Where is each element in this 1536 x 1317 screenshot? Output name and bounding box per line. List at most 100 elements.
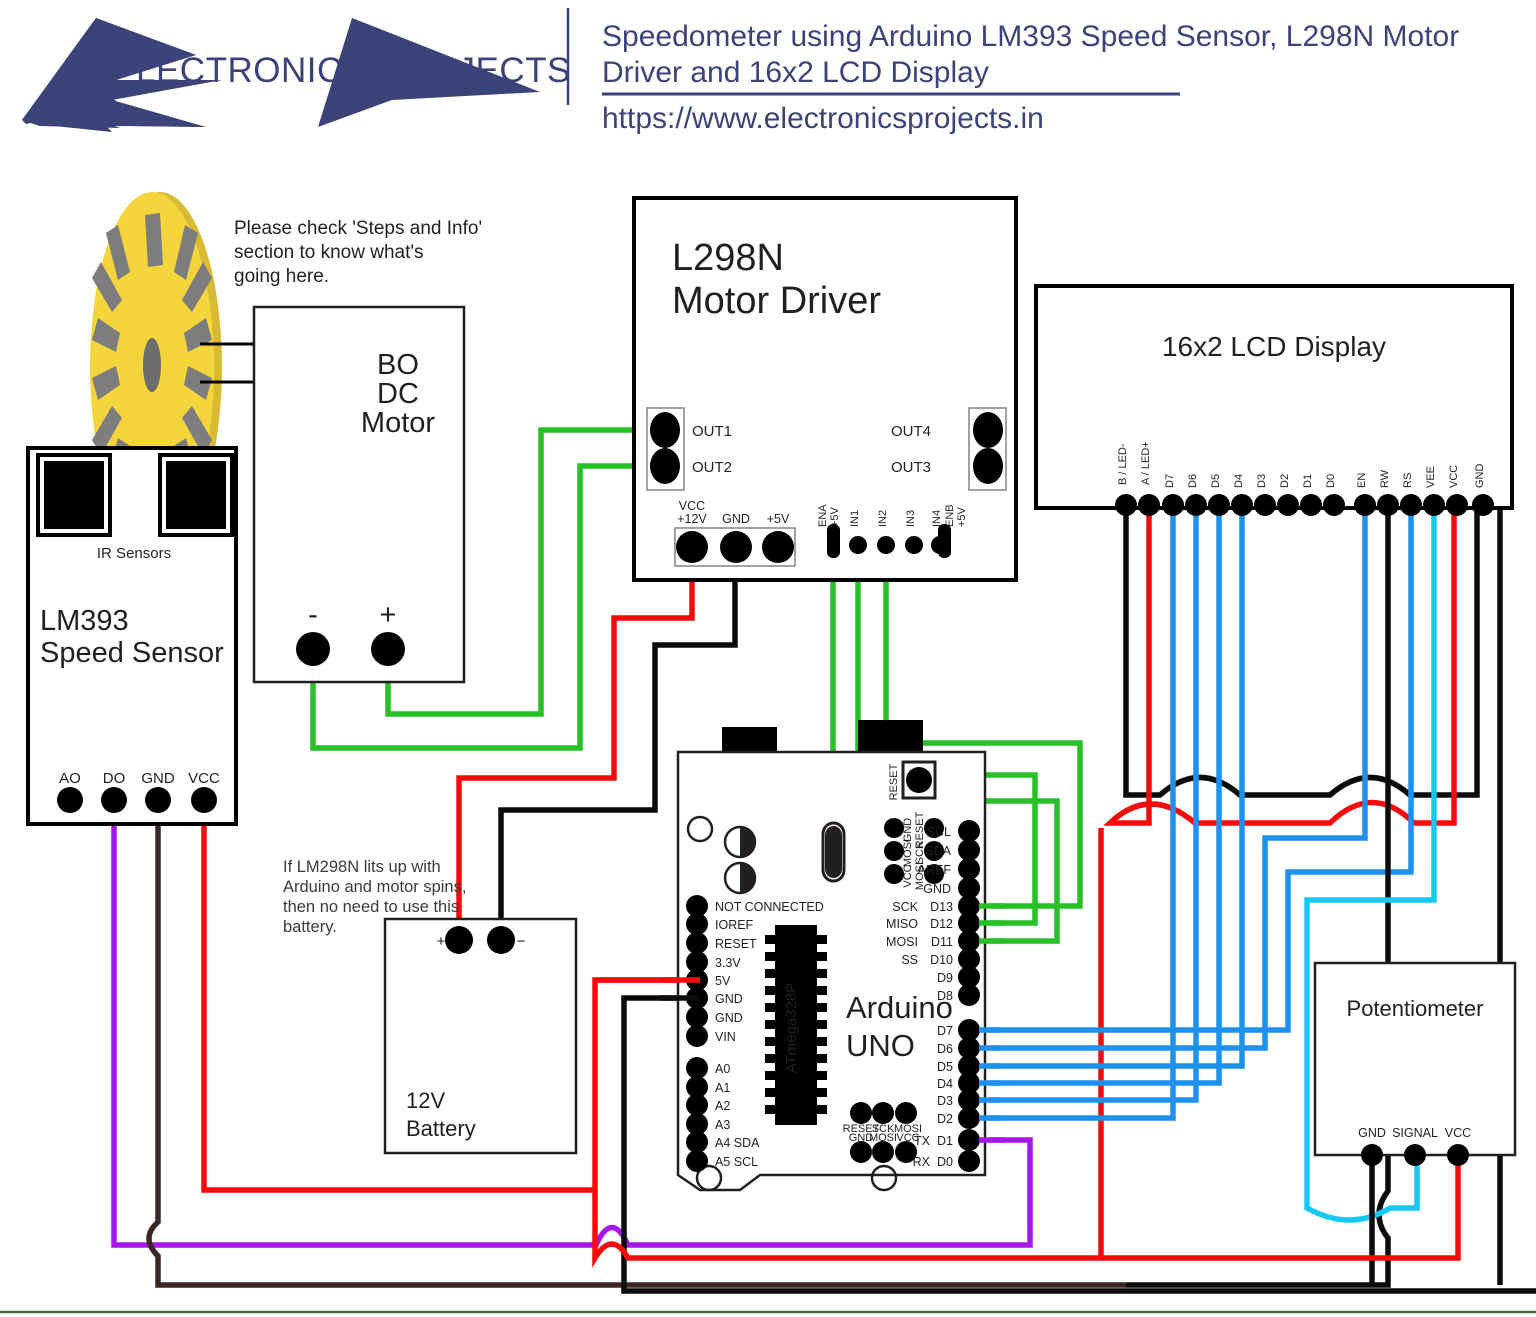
arduino-pin-d6[interactable]	[958, 1037, 980, 1059]
l298n-pin-ena[interactable]	[827, 524, 840, 558]
arduino-pin-d4[interactable]	[958, 1072, 980, 1094]
lcd-pin-aled[interactable]	[1138, 494, 1160, 516]
icsp-top-pad-1[interactable]	[884, 818, 904, 838]
arduino-board-outline	[676, 750, 987, 1192]
l298n-pin-out4[interactable]	[973, 412, 1003, 448]
arduino-mount-hole-3	[870, 1164, 898, 1192]
arduino-pin-d1[interactable]	[958, 1129, 980, 1151]
lm393-pin-ao[interactable]	[57, 787, 83, 813]
pot-pin-gnd[interactable]	[1361, 1144, 1383, 1166]
battery-terminal-pos[interactable]	[445, 926, 473, 954]
icsp-top-pad-5[interactable]	[924, 841, 944, 861]
l298n-pin-out1[interactable]	[650, 412, 680, 448]
arduino-digital-pin-label-1: D12	[930, 917, 953, 931]
icsp-top-pad-6[interactable]	[924, 864, 944, 884]
icsp-bot-label-gnd: GND	[849, 1132, 874, 1144]
arduino-pin-gnd-right[interactable]	[958, 877, 980, 899]
lcd-pin-bled[interactable]	[1115, 494, 1137, 516]
arduino-pin-d10[interactable]	[958, 948, 980, 970]
icsp-top-pad-3[interactable]	[884, 864, 904, 884]
pot-pin-vcc[interactable]	[1447, 1144, 1469, 1166]
lm393-pin-gnd[interactable]	[145, 787, 171, 813]
arduino-pin-a0[interactable]	[686, 1057, 708, 1079]
arduino-left-power-header: NOT CONNECTED IOREF RESET 3.3V 5V GND GN…	[686, 895, 824, 1047]
arduino-digital-alt-label-3: SS	[901, 953, 918, 967]
pot-pin-label-vcc: VCC	[1445, 1126, 1471, 1140]
icsp-bot-label-mosi2: MOSI	[869, 1132, 897, 1144]
lcd-pin-rw[interactable]	[1377, 494, 1399, 516]
l298n-pin-out3[interactable]	[973, 448, 1003, 484]
arduino-pin-a3[interactable]	[686, 1113, 708, 1135]
arduino-pin-a4[interactable]	[686, 1131, 708, 1153]
l298n-pin-in3[interactable]	[905, 536, 923, 554]
motor-terminal-pos-pad[interactable]	[371, 632, 405, 666]
l298n-pin-5v[interactable]	[762, 531, 794, 563]
icsp-bot-pad-6[interactable]	[895, 1141, 917, 1163]
lcd-pin-d5[interactable]	[1208, 494, 1230, 516]
arduino-digital-pin-label-5: D8	[937, 989, 953, 1003]
arduino-pin-sda[interactable]	[958, 839, 980, 861]
arduino-pin-reset[interactable]	[686, 932, 708, 954]
wire-motor-neg-to-out2	[310, 463, 655, 751]
lcd-pin-d7[interactable]	[1162, 494, 1184, 516]
l298n-pin-vcc12v[interactable]	[676, 531, 708, 563]
lcd-pin-d3[interactable]	[1254, 494, 1276, 516]
l298n-pin-gnd[interactable]	[720, 531, 752, 563]
motor-terminal-neg-pad[interactable]	[296, 632, 330, 666]
arduino-reset-button[interactable]	[906, 767, 932, 793]
lcd-pin-label-d5: D5	[1210, 474, 1222, 488]
arduino-pin-a1[interactable]	[686, 1076, 708, 1098]
icsp-top-pad-2[interactable]	[884, 841, 904, 861]
lcd-pin-d0[interactable]	[1323, 494, 1345, 516]
arduino-pin-3v3[interactable]	[686, 951, 708, 973]
l298n-pin-out2[interactable]	[650, 448, 680, 484]
lm393-pin-vcc[interactable]	[191, 787, 217, 813]
l298n-pin-in2[interactable]	[877, 536, 895, 554]
arduino-pin-d3[interactable]	[958, 1089, 980, 1111]
arduino-pin-aref[interactable]	[958, 858, 980, 880]
lcd-pin-vee[interactable]	[1423, 494, 1445, 516]
arduino-pin-scl[interactable]	[958, 820, 980, 842]
arduino-pin-a2[interactable]	[686, 1094, 708, 1116]
arduino-pin-d9[interactable]	[958, 966, 980, 988]
lm393-pin-do[interactable]	[101, 787, 127, 813]
wire-lcd-d4-to-d5	[990, 505, 1245, 1069]
arduino-pin-d13[interactable]	[958, 895, 980, 917]
lm393-pin-label-vcc: VCC	[188, 770, 220, 787]
icsp-bot-pad-1[interactable]	[850, 1102, 872, 1124]
lcd-pin-en[interactable]	[1354, 494, 1376, 516]
arduino-pin-gnd-2[interactable]	[686, 1006, 708, 1028]
arduino-pin-d8[interactable]	[958, 984, 980, 1006]
icsp-bot-pad-2[interactable]	[872, 1102, 894, 1124]
arduino-pin-d0[interactable]	[958, 1150, 980, 1172]
l298n-pin-enb[interactable]	[938, 524, 951, 558]
arduino-left-label-2: RESET	[715, 937, 757, 951]
icsp-bot-pad-3[interactable]	[895, 1102, 917, 1124]
lcd-pin-rs[interactable]	[1400, 494, 1422, 516]
lcd-pin-gnd[interactable]	[1472, 494, 1494, 516]
icsp-top-pad-4[interactable]	[924, 818, 944, 838]
lcd-pin-label-d1: D1	[1302, 474, 1314, 488]
arduino-pin-not-connected[interactable]	[686, 895, 708, 917]
arduino-pin-d5[interactable]	[958, 1055, 980, 1077]
arduino-pin-a5[interactable]	[686, 1150, 708, 1172]
lcd-pin-d2[interactable]	[1277, 494, 1299, 516]
potentiometer-component: Potentiometer GND SIGNAL VCC	[1313, 961, 1517, 1166]
arduino-pin-ioref[interactable]	[686, 913, 708, 935]
arduino-pin-d12[interactable]	[958, 912, 980, 934]
lcd-pin-d6[interactable]	[1185, 494, 1207, 516]
l298n-out-right-housing	[968, 407, 1007, 491]
pot-pin-signal[interactable]	[1404, 1144, 1426, 1166]
battery-terminal-neg[interactable]	[487, 926, 515, 954]
lcd-pin-d4[interactable]	[1231, 494, 1253, 516]
lcd-pin-d1[interactable]	[1300, 494, 1322, 516]
arduino-crystal	[821, 821, 846, 883]
arduino-pin-d11[interactable]	[958, 930, 980, 952]
arduino-pin-vin[interactable]	[686, 1025, 708, 1047]
lcd-pin-vcc[interactable]	[1446, 494, 1468, 516]
l298n-pin-in1[interactable]	[849, 536, 867, 554]
arduino-pin-d7[interactable]	[958, 1019, 980, 1041]
icsp-bot-pad-4[interactable]	[850, 1141, 872, 1163]
arduino-pin-d2[interactable]	[958, 1107, 980, 1129]
icsp-bot-pad-5[interactable]	[872, 1141, 894, 1163]
